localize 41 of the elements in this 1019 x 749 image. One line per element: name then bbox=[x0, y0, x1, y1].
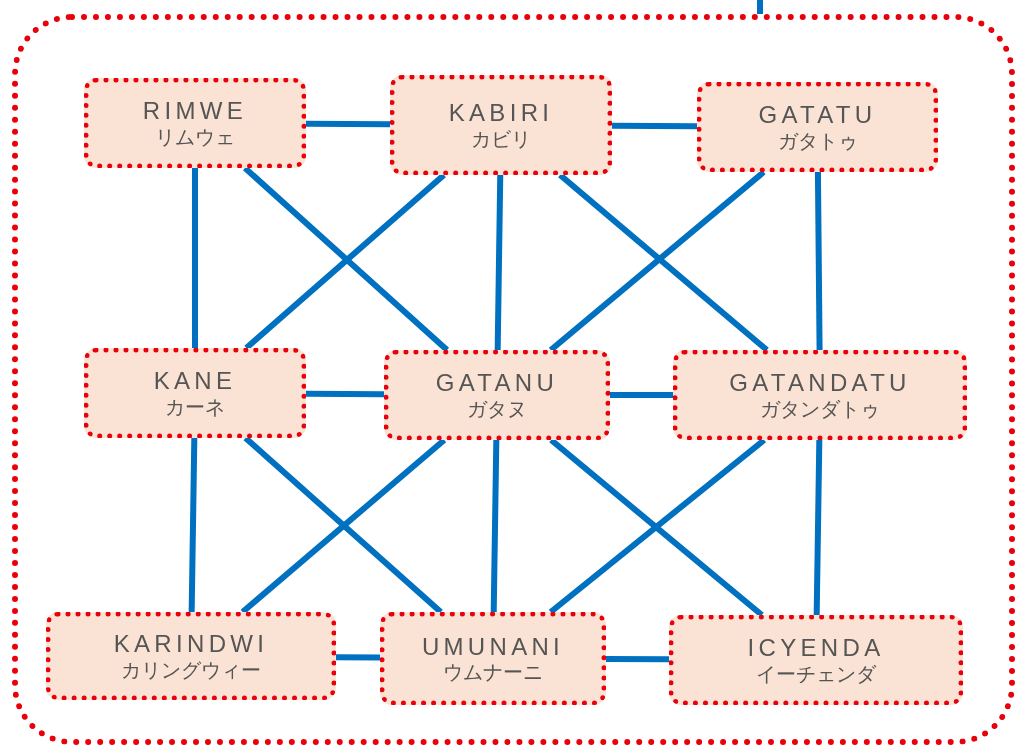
node-box bbox=[84, 348, 306, 438]
node-box bbox=[46, 612, 336, 700]
node-subtitle: ガタヌ bbox=[467, 396, 527, 421]
connector-line bbox=[306, 120, 391, 128]
node-title: KARINDWI bbox=[113, 630, 269, 658]
connector-line bbox=[606, 656, 670, 663]
connector-line bbox=[188, 437, 198, 613]
node-box bbox=[669, 615, 963, 705]
node-title: RIMWE bbox=[142, 97, 248, 125]
connector-line bbox=[494, 174, 504, 351]
node-title: KANE bbox=[153, 367, 237, 395]
node-box bbox=[673, 350, 967, 440]
node-subtitle: イーチェンダ bbox=[756, 661, 876, 686]
node-subtitle: カリングウィー bbox=[121, 657, 261, 682]
connector-line bbox=[306, 390, 385, 398]
node-box bbox=[384, 350, 610, 440]
node-title: GATANDATU bbox=[729, 369, 911, 397]
connector-line bbox=[192, 168, 198, 348]
connector-line bbox=[757, 0, 763, 14]
node-box bbox=[84, 78, 306, 168]
node-title: ICYENDA bbox=[747, 634, 885, 662]
connector-line bbox=[813, 439, 823, 616]
node-box bbox=[390, 75, 612, 175]
node-box bbox=[380, 612, 606, 705]
node-title: KABIRI bbox=[448, 99, 554, 127]
node-title: GATANU bbox=[435, 369, 559, 397]
node-subtitle: カビリ bbox=[471, 126, 531, 151]
node-subtitle: ウムナーニ bbox=[443, 660, 543, 685]
node-title: GATATU bbox=[758, 101, 877, 129]
node-subtitle: ガタンダトゥ bbox=[760, 396, 880, 421]
connector-line bbox=[335, 654, 381, 661]
node-title: UMUNANI bbox=[421, 632, 565, 661]
node-box bbox=[697, 82, 938, 172]
node-subtitle: カーネ bbox=[165, 394, 225, 419]
connector-line bbox=[490, 439, 500, 613]
connector-line bbox=[611, 122, 698, 130]
connector-line bbox=[610, 392, 673, 398]
node-subtitle: ガタトゥ bbox=[777, 128, 858, 153]
group-container bbox=[12, 14, 1015, 745]
connector-line bbox=[814, 171, 823, 351]
node-subtitle: リムウェ bbox=[155, 124, 235, 149]
